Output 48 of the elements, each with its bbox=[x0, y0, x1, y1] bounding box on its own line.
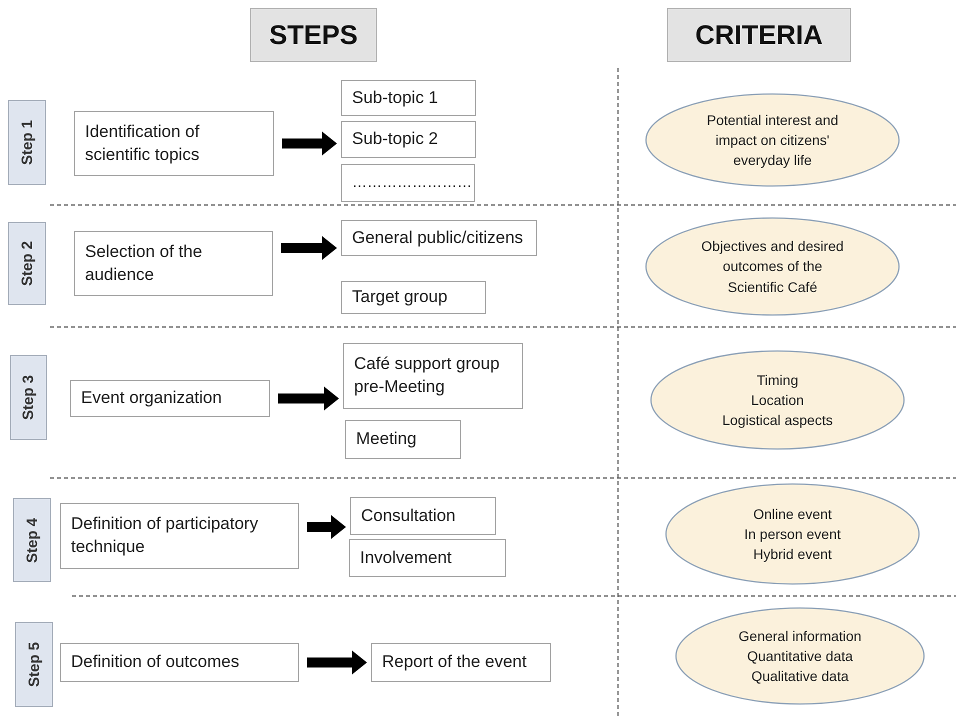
criteria-ellipse bbox=[675, 607, 925, 705]
step-box: Event organization bbox=[70, 380, 270, 417]
step-box: Identification of scientific topics bbox=[74, 111, 274, 176]
step-box: Definition of participatory technique bbox=[60, 503, 299, 569]
step-label: Step 5 bbox=[26, 642, 42, 687]
thick-arrow bbox=[281, 236, 337, 260]
step-box: Consultation bbox=[350, 497, 496, 535]
section-heading: CRITERIA bbox=[667, 8, 851, 62]
criteria-ellipse bbox=[645, 93, 900, 187]
step-box: Sub-topic 1 bbox=[341, 80, 476, 116]
section-heading: STEPS bbox=[250, 8, 377, 62]
criteria-text: Location bbox=[751, 390, 804, 410]
thick-arrow bbox=[278, 386, 339, 410]
step-box: Involvement bbox=[349, 539, 506, 577]
step-tab bbox=[8, 100, 46, 185]
step-box: Meeting bbox=[345, 420, 461, 459]
criteria-text: Logistical aspects bbox=[722, 411, 833, 430]
step-tab bbox=[10, 355, 47, 440]
criteria-text: Online event bbox=[753, 504, 832, 524]
criteria-text: Objectives and desired outcomes of the Scientific Café bbox=[700, 237, 845, 297]
criteria-ellipse bbox=[645, 217, 900, 316]
step-box: Café support group pre-Meeting bbox=[343, 343, 523, 409]
thick-arrow bbox=[307, 515, 346, 539]
criteria-text: Hybrid event bbox=[753, 545, 832, 564]
criteria-ellipse bbox=[665, 483, 920, 585]
step-box: …………………… bbox=[341, 164, 475, 202]
step-label: Step 2 bbox=[18, 241, 36, 286]
step-tab bbox=[15, 622, 53, 707]
criteria-text: In person event bbox=[744, 524, 841, 544]
step-label: Step 4 bbox=[24, 518, 40, 562]
criteria-text: Qualitative data bbox=[751, 667, 849, 686]
step-box: Sub-topic 2 bbox=[341, 121, 476, 158]
step-box: Selection of the audience bbox=[74, 231, 273, 296]
step-tab bbox=[13, 498, 51, 582]
criteria-ellipse bbox=[650, 350, 905, 450]
criteria-text: Timing bbox=[756, 370, 798, 390]
step-box: General public/citizens bbox=[341, 220, 537, 256]
step-tab bbox=[8, 222, 46, 305]
thick-arrow bbox=[282, 132, 337, 156]
thick-arrow bbox=[307, 650, 367, 674]
step-label: Step 1 bbox=[18, 120, 36, 165]
step-box: Definition of outcomes bbox=[60, 643, 299, 682]
criteria-text: General information bbox=[738, 626, 862, 646]
criteria-text: Quantitative data bbox=[747, 646, 853, 666]
criteria-text: Potential interest and impact on citizens' everyday life bbox=[706, 110, 840, 170]
step-label: Step 3 bbox=[20, 375, 37, 420]
step-box: Report of the event bbox=[371, 643, 551, 682]
step-box: Target group bbox=[341, 281, 486, 314]
